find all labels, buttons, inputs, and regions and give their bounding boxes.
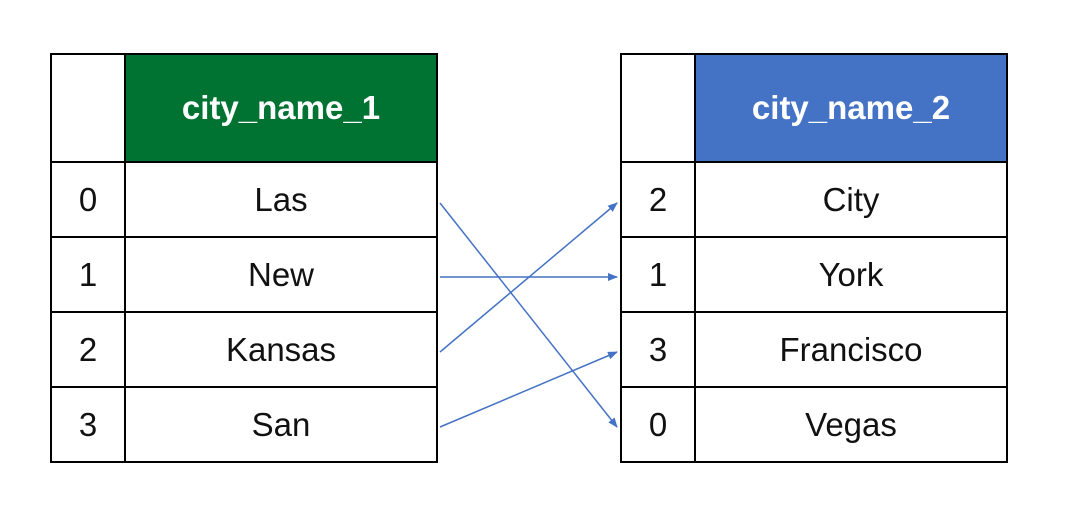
- row-index: 0: [50, 161, 126, 238]
- left-column-header: city_name_1: [124, 53, 438, 163]
- city-cell: Vegas: [694, 386, 1008, 463]
- table-row: 1 York: [620, 236, 1008, 313]
- table-row: 3 San: [50, 386, 438, 463]
- table-row: 0 Las: [50, 161, 438, 238]
- city-cell: New: [124, 236, 438, 313]
- city-cell: City: [694, 161, 1008, 238]
- table-row: 3 Francisco: [620, 311, 1008, 388]
- right-column-header: city_name_2: [694, 53, 1008, 163]
- city-cell: Kansas: [124, 311, 438, 388]
- connection-arrow: [439, 202, 618, 353]
- city-cell: York: [694, 236, 1008, 313]
- row-index: 0: [620, 386, 696, 463]
- row-index: 3: [50, 386, 126, 463]
- row-index: 2: [620, 161, 696, 238]
- table-row: 0 Vegas: [620, 386, 1008, 463]
- row-index: 1: [620, 236, 696, 313]
- row-index: 3: [620, 311, 696, 388]
- right-index-header: [620, 53, 696, 163]
- connection-arrow: [439, 351, 618, 428]
- left-table-header-row: city_name_1: [50, 53, 438, 163]
- city-cell: Las: [124, 161, 438, 238]
- row-index: 2: [50, 311, 126, 388]
- left-index-header: [50, 53, 126, 163]
- city-cell: Francisco: [694, 311, 1008, 388]
- left-table: city_name_1 0 Las 1 New 2 Kansas 3 San: [50, 53, 438, 463]
- table-row: 1 New: [50, 236, 438, 313]
- city-cell: San: [124, 386, 438, 463]
- table-row: 2 City: [620, 161, 1008, 238]
- connection-arrow: [439, 202, 618, 428]
- row-index: 1: [50, 236, 126, 313]
- right-table: city_name_2 2 City 1 York 3 Francisco 0 …: [620, 53, 1008, 463]
- right-table-header-row: city_name_2: [620, 53, 1008, 163]
- table-row: 2 Kansas: [50, 311, 438, 388]
